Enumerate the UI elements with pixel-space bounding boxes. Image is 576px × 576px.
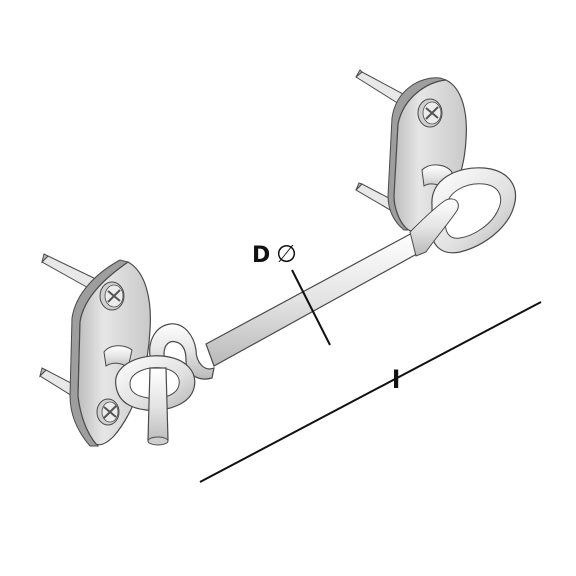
left-nail-top xyxy=(41,253,99,291)
diameter-leader-line xyxy=(291,269,331,346)
left-screw-top-icon xyxy=(99,281,125,311)
right-mount xyxy=(355,69,516,254)
hook-rod xyxy=(149,198,459,380)
left-mount xyxy=(39,253,196,447)
diameter-symbol: ∅ xyxy=(276,240,297,268)
right-eye-ring xyxy=(431,167,516,254)
hook-leg-end xyxy=(147,436,169,446)
dimension-diameter: D ∅ xyxy=(252,240,331,346)
length-letter: l xyxy=(392,366,400,394)
rod-end-bend xyxy=(409,198,459,257)
length-dimension-line xyxy=(199,301,542,483)
right-nail-top xyxy=(355,69,406,105)
right-screw-icon xyxy=(417,98,443,128)
dimension-length: l xyxy=(199,301,542,483)
diameter-letter: D xyxy=(252,243,270,268)
rod-body xyxy=(205,231,425,367)
hook-leg xyxy=(147,367,169,446)
left-screw-bottom-icon xyxy=(96,398,120,426)
